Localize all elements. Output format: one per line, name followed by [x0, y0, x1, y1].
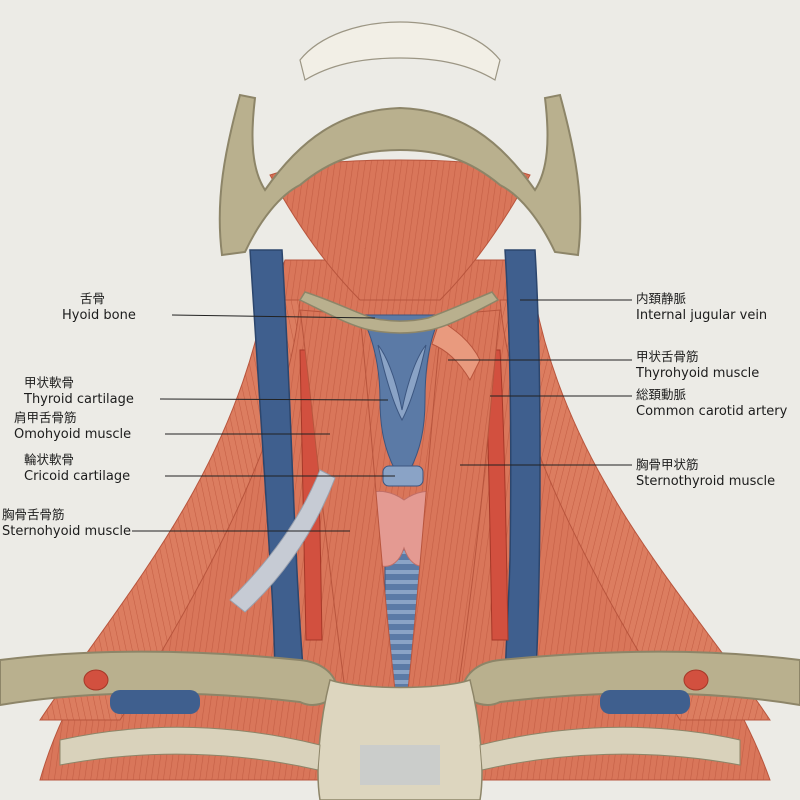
mandible [218, 93, 582, 257]
label-carotid-en: Common carotid artery [636, 404, 788, 419]
left-first-rib [59, 726, 321, 771]
thyroid-cartilage-shape [377, 344, 427, 422]
label-omohyoid-en: Omohyoid muscle [14, 427, 132, 442]
left-subclavian-vein [110, 690, 200, 714]
label-omohyoid-muscle: 肩甲舌骨筋 Omohyoid muscle [14, 409, 131, 443]
label-internal-jugular-vein: 内頚静脈 Internal jugular vein [636, 290, 767, 324]
label-cricoid-jp: 輪状軟骨 [24, 452, 75, 467]
label-omohyoid-jp: 肩甲舌骨筋 [14, 410, 77, 425]
label-thyroid-cartilage: 甲状軟骨 Thyroid cartilage [24, 374, 134, 408]
label-thyrohyoid-en: Thyrohyoid muscle [636, 366, 760, 381]
label-carotid-jp: 総頚動脈 [636, 387, 687, 402]
label-sternothyroid-en: Sternothyroid muscle [636, 474, 776, 489]
leader-lines [132, 299, 632, 532]
label-sternothyroid-jp: 胸骨甲状筋 [636, 457, 699, 472]
label-thyroid-cartilage-jp: 甲状軟骨 [24, 375, 75, 390]
leader-hyoid [171, 314, 376, 319]
label-thyrohyoid-jp: 甲状舌骨筋 [636, 349, 699, 364]
label-sternohyoid-jp: 胸骨舌骨筋 [2, 507, 65, 522]
right-internal-jugular-vein [504, 249, 541, 691]
right-first-rib [479, 726, 741, 771]
thyrohyoid-muscle [431, 319, 481, 382]
omohyoid-muscle [229, 469, 336, 613]
lower-teeth [299, 21, 501, 81]
label-hyoid-bone: 舌骨 Hyoid bone [62, 290, 136, 324]
label-hyoid-en: Hyoid bone [62, 308, 136, 323]
right-subclavian-artery [683, 669, 709, 691]
left-rib-cartilage [360, 745, 440, 785]
label-sternothyroid-muscle: 胸骨甲状筋 Sternothyroid muscle [636, 456, 775, 490]
leader-thyroid-cartilage [159, 398, 389, 401]
label-ijv-en: Internal jugular vein [636, 308, 768, 323]
right-subclavian-vein [600, 690, 690, 714]
left-subclavian-artery [83, 669, 109, 691]
label-sternohyoid-muscle: 胸骨舌骨筋 Sternohyoid muscle [2, 506, 131, 540]
label-thyrohyoid-muscle: 甲状舌骨筋 Thyrohyoid muscle [636, 348, 759, 382]
label-ijv-jp: 内頚静脈 [636, 291, 687, 306]
label-sternohyoid-en: Sternohyoid muscle [2, 524, 131, 539]
label-hyoid-jp: 舌骨 [80, 291, 106, 306]
label-cricoid-en: Cricoid cartilage [24, 469, 131, 484]
label-thyroid-cartilage-en: Thyroid cartilage [24, 392, 134, 407]
label-common-carotid-artery: 総頚動脈 Common carotid artery [636, 386, 787, 420]
label-cricoid-cartilage: 輪状軟骨 Cricoid cartilage [24, 451, 130, 485]
